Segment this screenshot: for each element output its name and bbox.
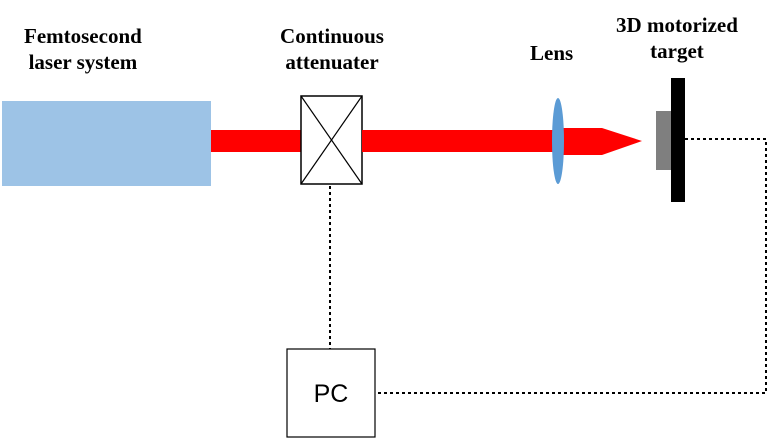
attenuator-cross-line-2 — [300, 95, 363, 185]
pc-label: PC — [314, 380, 349, 408]
target-label-line-1: 3D motorized — [616, 13, 738, 37]
attenuator-label: Continuous attenuater — [260, 23, 404, 75]
target-sample — [656, 111, 671, 170]
laser-label-line-1: Femtosecond — [24, 24, 142, 48]
target-label-line-2: target — [650, 39, 704, 63]
lens-element — [552, 98, 564, 184]
laser-beam-segment-2 — [362, 130, 555, 152]
laser-system-box — [2, 101, 211, 186]
laser-system-label: Femtosecond laser system — [24, 23, 142, 75]
attenuator-label-line-2: attenuater — [285, 50, 379, 74]
target-stage — [671, 78, 685, 202]
target-label: 3D motorized target — [597, 12, 757, 64]
pc-box — [286, 348, 376, 438]
control-line-target-pc — [375, 138, 767, 394]
laser-beam-segment-1 — [211, 130, 301, 152]
lens-label: Lens — [530, 41, 574, 65]
attenuator-label-line-1: Continuous — [280, 24, 384, 48]
focused-beam — [560, 128, 642, 155]
laser-label-line-2: laser system — [28, 50, 138, 74]
